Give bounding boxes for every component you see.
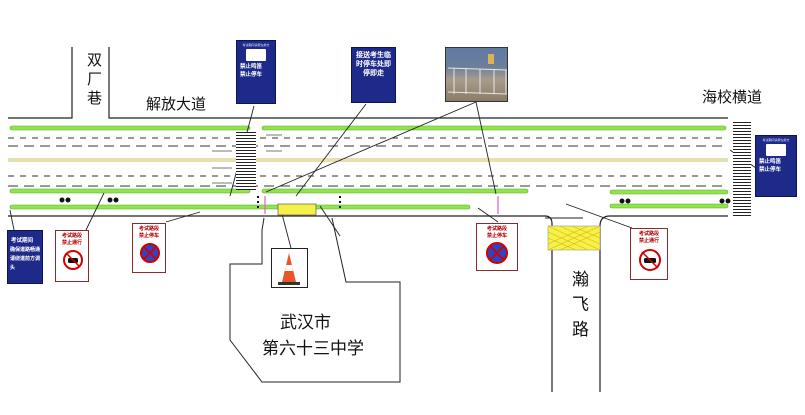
sign-candidate-dropoff: 接送考生临时停车处即停即走 [351, 47, 396, 103]
green-medians [9, 125, 729, 210]
sign-exam-no-pass-2: 考试路段 禁止通行 [630, 228, 668, 280]
detour-line3: 请绕道前方调头 [10, 256, 41, 271]
sign-no-pass-1-line2: 禁止通行 [61, 240, 82, 246]
school-boundary [229, 217, 401, 383]
no-vehicle-icon [63, 250, 83, 270]
zebra-crossing-east [733, 122, 751, 218]
no-parking-icon-2 [486, 242, 508, 264]
photo-barrier-fence [445, 47, 508, 102]
no-honk-icon-east [766, 144, 786, 156]
sign-exam-title: 考试期间请按左前方 [242, 43, 270, 47]
sign-no-parking-text: 禁止停车 [240, 72, 263, 78]
lane-markings [8, 137, 728, 187]
road-edge-south-west [8, 215, 553, 392]
road-edge-north-west [8, 47, 73, 119]
dotted-markers [257, 196, 341, 210]
sign-no-pass-2-line2: 禁止通行 [638, 238, 659, 244]
no-parking-icon [140, 243, 160, 263]
bicycle-icons [59, 197, 731, 204]
sign-exam-no-stop-2: 考试路段 禁止停车 [476, 223, 518, 271]
road-edge-north [108, 47, 728, 119]
road-label-shuangchang-alley: 双厂巷 [85, 52, 103, 109]
sign-no-stop-2-line1: 考试路段 [486, 226, 507, 232]
sign-exam-title-east: 考试期间请按左前方 [762, 138, 790, 142]
sign-no-stop-1-line1: 考试路段 [138, 226, 159, 232]
pole-markers [264, 196, 499, 214]
road-label-jiefang-avenue: 解放大道 [146, 95, 207, 113]
detour-line2: 确保道路畅通 [10, 247, 41, 253]
school-label-line2: 第六十三中学 [262, 339, 364, 359]
sign-no-stop-1-line2: 禁止停车 [138, 233, 159, 239]
no-honk-icon [246, 49, 266, 61]
school-label-line1: 武汉市 [280, 313, 331, 333]
sign-no-pass-2-line1: 考试路段 [638, 231, 659, 237]
crosswalk-yellow-small [277, 203, 317, 216]
zebra-crossing-west [236, 132, 256, 190]
sign-no-pass-1-line1: 考试路段 [61, 233, 82, 239]
sign-exam-no-stop-1: 考试路段 禁止停车 [132, 223, 166, 273]
sign-no-stop-2-line2: 禁止停车 [486, 233, 507, 239]
sign-exam-no-honk-top: 考试期间请按左前方 禁止鸣笛 禁止停车 [236, 40, 276, 104]
no-vehicle-icon-2 [639, 249, 661, 271]
sign-no-honk-text: 禁止鸣笛 [240, 64, 263, 70]
traffic-cone-image [271, 248, 308, 288]
road-label-hanfei-road: 瀚飞路 [568, 270, 588, 345]
fence-image [447, 54, 507, 95]
sign-no-honk-text-east: 禁止鸣笛 [759, 159, 782, 165]
crosswalk-yellow-large [547, 225, 601, 251]
sign-no-parking-text-east: 禁止停车 [759, 167, 782, 173]
road-label-haixiao-road: 海校横道 [702, 88, 763, 106]
sign-exam-no-pass-1: 考试路段 禁止通行 [55, 230, 89, 282]
lane-arrows [212, 134, 282, 184]
sign-exam-detour: 考试期间 确保道路畅通 请绕道前方调头 [7, 230, 43, 284]
traffic-cone-icon [278, 253, 300, 285]
sign-exam-no-honk-east: 考试期间请按左前方 禁止鸣笛 禁止停车 [755, 135, 797, 197]
detour-line1: 考试期间 [11, 238, 34, 244]
